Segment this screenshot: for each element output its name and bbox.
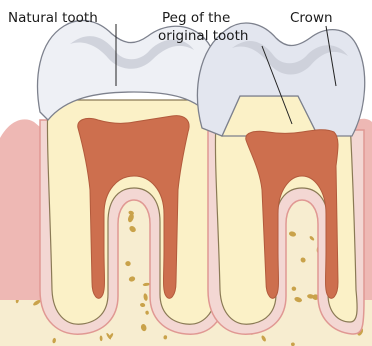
label-natural-tooth: Natural tooth [8, 10, 98, 26]
label-peg-line2: original tooth [158, 28, 248, 44]
crowned-tooth [197, 23, 364, 334]
label-crown: Crown [290, 10, 333, 26]
label-peg-line1: Peg of the [162, 10, 230, 26]
